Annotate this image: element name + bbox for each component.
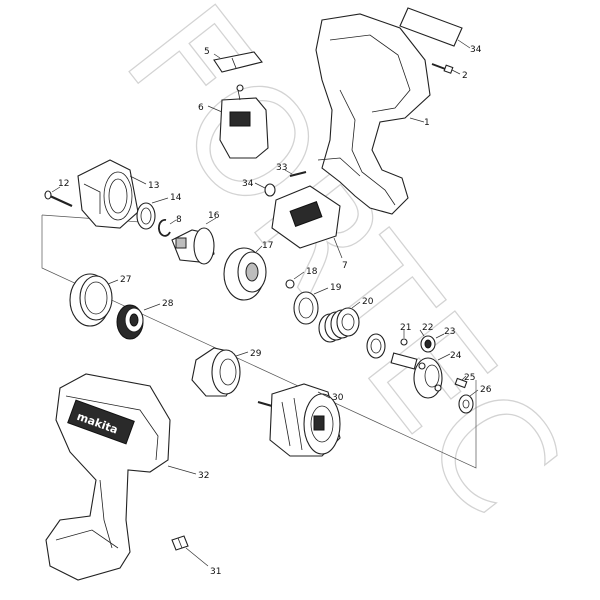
label-part-6: 6 bbox=[198, 103, 204, 113]
part-19-washer[interactable] bbox=[293, 287, 329, 325]
part-18-steel-ball[interactable] bbox=[285, 271, 305, 289]
part-13-hammer-case[interactable] bbox=[77, 159, 147, 229]
label-part-22: 22 bbox=[422, 323, 433, 333]
part-2-screw[interactable] bbox=[431, 63, 461, 75]
label-part-16: 16 bbox=[208, 211, 220, 221]
part-33-pin[interactable] bbox=[284, 169, 307, 177]
part-26-washer[interactable] bbox=[458, 389, 479, 414]
label-part-20: 20 bbox=[362, 297, 374, 307]
part-25-pin[interactable] bbox=[454, 375, 468, 389]
label-part-27: 27 bbox=[120, 275, 131, 285]
label-part-26: 26 bbox=[480, 385, 492, 395]
part-6-switch[interactable] bbox=[207, 84, 269, 159]
part-29-gear-housing[interactable] bbox=[191, 347, 249, 397]
part-number-labels: 34 2 1 5 6 33 34 7 12 13 14 8 16 17 18 1… bbox=[58, 45, 492, 577]
part-21-steel-ball[interactable] bbox=[400, 330, 408, 346]
part-12-screw[interactable] bbox=[44, 186, 73, 208]
label-part-8: 8 bbox=[176, 215, 182, 225]
label-part-25: 25 bbox=[464, 373, 475, 383]
label-part-19: 19 bbox=[330, 283, 342, 293]
label-part-29: 29 bbox=[250, 349, 262, 359]
part-1-housing[interactable] bbox=[315, 13, 431, 215]
label-part-21: 21 bbox=[400, 323, 411, 333]
part-27-ring-gear[interactable] bbox=[69, 273, 119, 327]
label-part-31: 31 bbox=[210, 567, 221, 577]
label-part-32: 32 bbox=[198, 471, 209, 481]
label-part-14: 14 bbox=[170, 193, 182, 203]
label-part-1: 1 bbox=[424, 118, 430, 128]
part-14-washer[interactable] bbox=[136, 197, 169, 230]
label-part-23: 23 bbox=[444, 327, 455, 337]
label-part-7: 7 bbox=[342, 261, 348, 271]
part-16-anvil[interactable] bbox=[171, 217, 217, 265]
part-28-bearing[interactable] bbox=[116, 303, 161, 340]
label-part-17: 17 bbox=[262, 241, 273, 251]
label-part-2: 2 bbox=[462, 71, 468, 81]
part-22-washer[interactable] bbox=[419, 329, 436, 353]
part-30-motor[interactable] bbox=[257, 383, 341, 457]
part-17-hammer[interactable] bbox=[223, 245, 267, 301]
part-5-switch-lever[interactable] bbox=[213, 51, 263, 73]
label-part-28: 28 bbox=[162, 299, 174, 309]
part-34-led[interactable] bbox=[254, 182, 276, 197]
label-part-30: 30 bbox=[332, 393, 344, 403]
label-part-24: 24 bbox=[450, 351, 462, 361]
label-part-33: 33 bbox=[276, 163, 287, 173]
part-31-clip[interactable] bbox=[171, 535, 209, 567]
part-7-controller[interactable] bbox=[271, 185, 343, 259]
part-8-retaining-ring[interactable] bbox=[157, 218, 177, 237]
part-32-housing[interactable] bbox=[45, 373, 197, 581]
part-washer-spindle[interactable] bbox=[366, 333, 386, 359]
label-part-18: 18 bbox=[306, 267, 318, 277]
part-20-spring[interactable] bbox=[318, 301, 361, 343]
part-3-label-plate[interactable] bbox=[399, 7, 471, 49]
part-23-washer[interactable] bbox=[435, 333, 445, 339]
label-part-13: 13 bbox=[148, 181, 159, 191]
label-part-12: 12 bbox=[58, 179, 69, 189]
label-part-5: 5 bbox=[204, 47, 210, 57]
label-part-3: 34 bbox=[470, 45, 482, 55]
part-24-spindle[interactable] bbox=[390, 352, 451, 399]
label-part-34: 34 bbox=[242, 179, 254, 189]
